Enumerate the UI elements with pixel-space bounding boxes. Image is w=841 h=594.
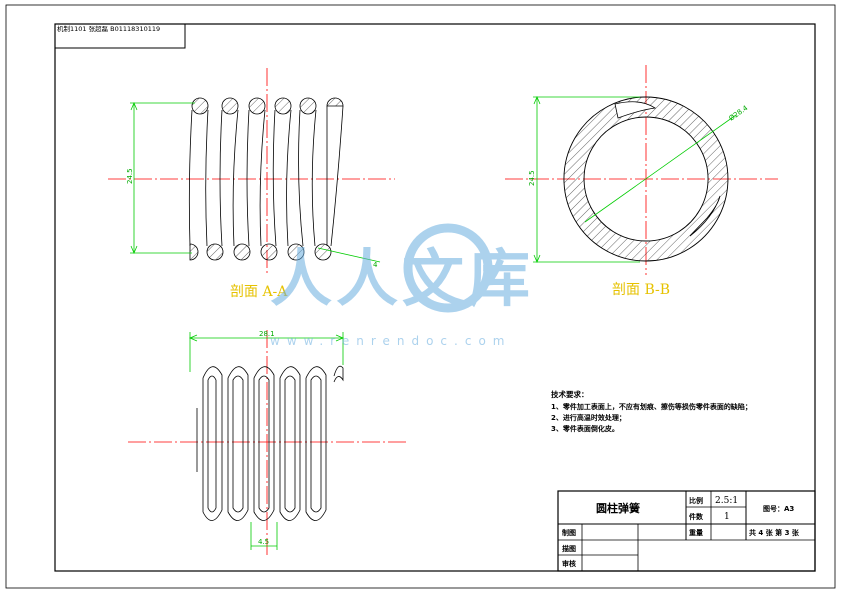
side-pitch-label: 4.5 (258, 538, 269, 546)
aa-top-wire-sections (191, 97, 344, 115)
aa-coil-lines (188, 105, 344, 247)
watermark: 人人文库 www.renrendoc.com (270, 223, 534, 348)
section-aa-view: 24.5 4 剖面 A-A (108, 68, 395, 300)
watermark-logo-ring (403, 223, 493, 313)
tech-req-item-2: 2、进行高温时效处理； (551, 413, 626, 422)
tech-req-title: 技术要求： (551, 389, 589, 399)
qty-label: 件数 (689, 512, 704, 521)
side-length-label: 28.1 (259, 330, 275, 338)
tech-req-item-1: 1、零件加工表面上，不应有划痕、擦伤等损伤零件表面的缺陷； (551, 402, 752, 411)
class-info: 机制1101 张超磊 B01118310119 (57, 24, 160, 33)
bb-ring-section (563, 96, 729, 262)
outer-border (5, 4, 836, 589)
qty-value: 1 (724, 512, 730, 522)
bb-dimensions (533, 95, 737, 264)
bb-gap-bottom (689, 195, 721, 237)
bb-diameter-label: Ø28.4 (728, 104, 750, 123)
side-dimensions (188, 332, 345, 550)
weight-label: 重量 (689, 528, 703, 537)
traced-by-label: 描图 (562, 544, 576, 553)
scale-label: 比例 (689, 496, 703, 505)
drawing-number: 图号：A3 (763, 504, 794, 513)
drawing-frame (54, 23, 816, 572)
tech-requirements: 技术要求： 1、零件加工表面上，不应有划痕、擦伤等损伤零件表面的缺陷； 2、进行… (551, 389, 752, 433)
side-coils (196, 365, 344, 521)
aa-bottom-wire-sections (189, 243, 332, 261)
drawn-by-label: 制图 (562, 528, 576, 537)
scale-value: 2.5:1 (715, 496, 738, 506)
bb-height-label: 24.5 (528, 170, 536, 186)
checked-by-label: 审核 (562, 559, 576, 568)
aa-height-label: 24.5 (126, 168, 134, 184)
aa-height-dimension (130, 101, 381, 263)
side-view: 28.1 4.5 (128, 330, 408, 555)
watermark-text: 人人文库 (270, 242, 534, 315)
aa-leader-label: 4 (373, 261, 378, 269)
section-aa-label: 剖面 A-A (230, 284, 288, 300)
bb-gap-top (614, 101, 657, 119)
sheet-count: 共 4 张 第 3 张 (749, 528, 800, 537)
title-block (557, 490, 816, 572)
section-bb-view: 24.5 Ø28.4 剖面 B-B (505, 65, 778, 298)
part-name: 圆柱弹簧 (596, 501, 640, 515)
watermark-url: www.renrendoc.com (270, 334, 511, 348)
section-bb-label: 剖面 B-B (612, 282, 670, 298)
tech-req-item-3: 3、零件表面倒化皮。 (551, 424, 619, 433)
header-box: 机制1101 张超磊 B01118310119 (54, 23, 186, 49)
